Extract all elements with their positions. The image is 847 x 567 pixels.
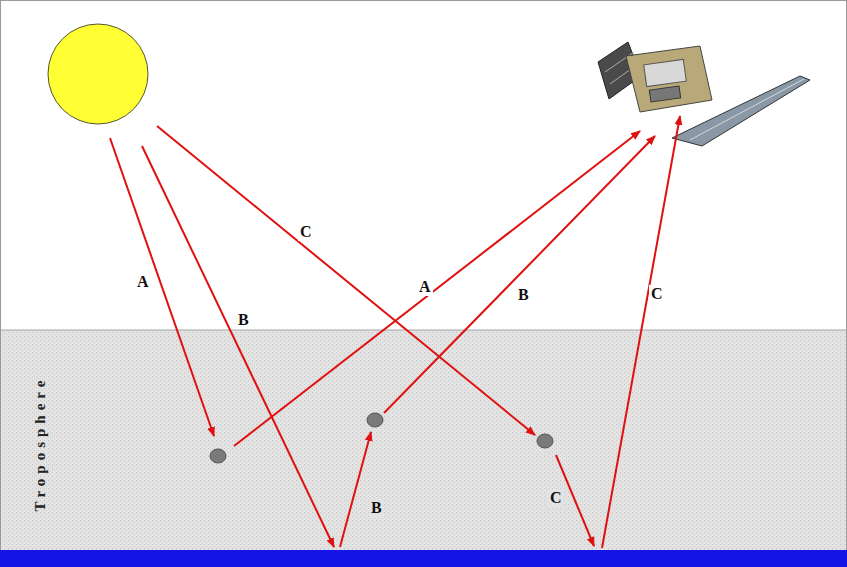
ray-c xyxy=(602,116,680,548)
sun xyxy=(48,24,148,124)
aerosol-particle xyxy=(210,449,226,463)
troposphere-band: Troposphere xyxy=(1,330,846,550)
ray-a xyxy=(110,138,214,436)
ray-c xyxy=(157,126,535,435)
band-edge xyxy=(1,330,846,331)
path-letter: B xyxy=(236,311,251,329)
path-letter: B xyxy=(369,499,384,517)
ray-b xyxy=(384,136,655,413)
layer-name: Troposphere xyxy=(32,375,49,511)
path-letter: C xyxy=(649,285,665,303)
ray-a xyxy=(234,131,640,446)
path-letter: A xyxy=(417,278,433,296)
instrument xyxy=(649,86,680,102)
aerosol-particle xyxy=(367,413,383,427)
ray-b xyxy=(142,146,334,547)
path-letter: A xyxy=(135,273,151,291)
instrument xyxy=(644,59,687,86)
path-letter: C xyxy=(298,223,314,241)
solar-panel xyxy=(672,76,810,146)
satellite xyxy=(598,42,810,146)
aerosol-particle xyxy=(537,434,553,448)
particles xyxy=(210,413,553,463)
light-paths xyxy=(110,116,680,548)
panel-line xyxy=(690,79,804,140)
path-letter: B xyxy=(516,286,531,304)
path-letter: C xyxy=(548,489,564,507)
ray-b xyxy=(340,432,371,547)
satellite-body xyxy=(626,46,712,112)
ground-surface xyxy=(0,550,847,567)
troposphere-band xyxy=(1,330,846,551)
